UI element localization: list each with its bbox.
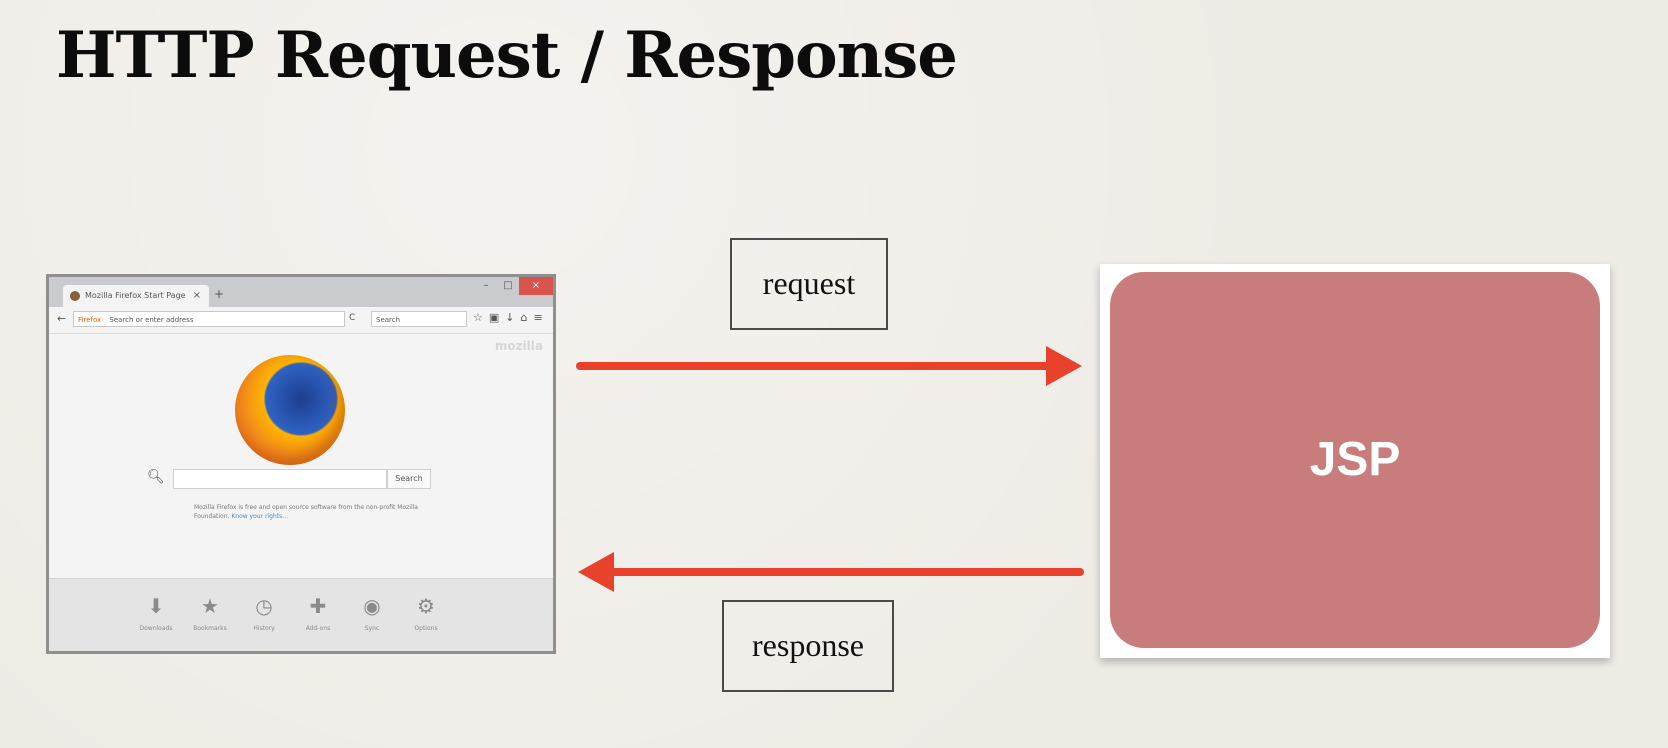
start-page-search-button[interactable]: Search <box>387 469 431 489</box>
launcher-label: Options <box>414 625 438 632</box>
about-text: Mozilla Firefox is free and open source … <box>194 503 434 521</box>
menu-icon[interactable]: ≡ <box>533 311 543 324</box>
window-controls: – □ × <box>475 277 553 295</box>
bookmark-star-icon[interactable]: ☆ <box>473 311 483 324</box>
search-bar-placeholder: Search <box>376 316 401 324</box>
navigation-bar: ← Firefox Search or enter address C Sear… <box>49 307 553 334</box>
star-icon: ★ <box>201 594 219 618</box>
launcher-label: Add-ons <box>305 625 331 632</box>
launcher-item-downloads[interactable]: ⬇ Downloads <box>129 595 183 632</box>
url-placeholder: Search or enter address <box>109 316 194 324</box>
response-label: response <box>722 600 894 692</box>
clock-icon: ◷ <box>255 594 273 618</box>
launcher-item-options[interactable]: ⚙ Options <box>399 595 453 632</box>
jsp-box: JSP <box>1110 272 1600 648</box>
launcher-label: Bookmarks <box>193 625 227 632</box>
request-arrow <box>576 346 1082 386</box>
response-arrow <box>578 552 1084 592</box>
gear-icon: ⚙ <box>417 594 435 618</box>
launcher-label: History <box>253 625 275 632</box>
know-your-rights-link[interactable]: Know your rights… <box>231 513 289 520</box>
search-magnifier-icon: 🔍︎ <box>147 469 165 485</box>
minimize-button[interactable]: – <box>483 280 489 291</box>
request-label: request <box>730 238 888 330</box>
tab-strip: Mozilla Firefox Start Page × + – □ × <box>49 277 553 307</box>
new-tab-button[interactable]: + <box>214 287 225 301</box>
browser-screenshot: Mozilla Firefox Start Page × + – □ × ← F… <box>46 274 556 654</box>
toolbar-icons: ☆ ▣ ↓ ⌂ ≡ <box>473 311 543 324</box>
jsp-label: JSP <box>1309 433 1401 486</box>
firefox-favicon-icon <box>70 291 80 301</box>
start-page-search-input[interactable] <box>173 469 387 489</box>
launcher-label: Sync <box>364 625 380 632</box>
launcher-item-history[interactable]: ◷ History <box>237 595 291 632</box>
url-identity-label: Firefox <box>78 316 102 324</box>
close-window-button[interactable]: × <box>519 277 553 295</box>
url-bar[interactable]: Firefox Search or enter address <box>73 311 345 327</box>
launcher-item-bookmarks[interactable]: ★ Bookmarks <box>183 595 237 632</box>
downloads-icon[interactable]: ↓ <box>505 311 515 324</box>
reading-list-icon[interactable]: ▣ <box>488 311 500 324</box>
search-bar[interactable]: Search <box>371 311 467 327</box>
about-description: Mozilla Firefox is free and open source … <box>194 504 418 520</box>
puzzle-icon: ✚ <box>309 594 327 618</box>
tab-title: Mozilla Firefox Start Page <box>85 291 186 300</box>
reload-button[interactable]: C <box>349 313 356 323</box>
slide-title: HTTP Request / Response <box>56 18 958 93</box>
launcher-items: ⬇ Downloads ★ Bookmarks ◷ History ✚ Add-ons ◉ Syn… <box>129 595 453 632</box>
browser-tab[interactable]: Mozilla Firefox Start Page × <box>63 285 209 307</box>
sync-icon: ◉ <box>363 594 381 618</box>
back-button[interactable]: ← <box>57 312 67 325</box>
launcher-item-add-ons[interactable]: ✚ Add-ons <box>291 595 345 632</box>
mozilla-wordmark: mozilla <box>494 339 543 353</box>
close-tab-icon[interactable]: × <box>192 290 201 301</box>
launcher-item-sync[interactable]: ◉ Sync <box>345 595 399 632</box>
launcher-bar: ⬇ Downloads ★ Bookmarks ◷ History ✚ Add-ons ◉ Syn… <box>49 578 553 651</box>
home-icon[interactable]: ⌂ <box>520 311 528 324</box>
jsp-card: JSP <box>1100 264 1610 658</box>
launcher-label: Downloads <box>139 625 173 632</box>
download-icon: ⬇ <box>147 594 165 618</box>
firefox-logo-icon <box>235 355 345 465</box>
maximize-button[interactable]: □ <box>503 280 513 291</box>
